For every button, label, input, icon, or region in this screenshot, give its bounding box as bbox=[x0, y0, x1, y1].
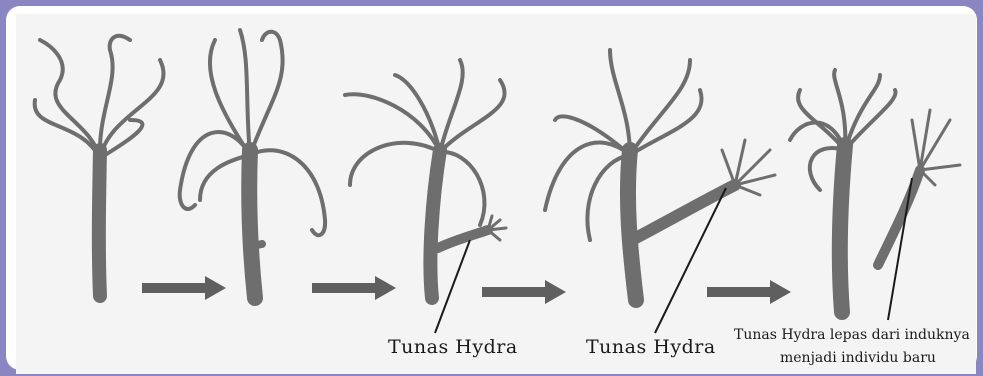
hydra-stage-2 bbox=[180, 30, 325, 298]
label-bud-2: Tunas Hydra bbox=[586, 336, 716, 358]
arrow-4 bbox=[707, 280, 791, 304]
hydra-stage-3 bbox=[345, 60, 506, 298]
progression-arrows bbox=[142, 276, 791, 304]
hydra-stage-5 bbox=[790, 70, 960, 312]
label-detached-line-1: Tunas Hydra lepas dari induknya bbox=[734, 327, 970, 343]
arrow-2 bbox=[312, 276, 396, 300]
label-bud-1: Tunas Hydra bbox=[388, 336, 518, 358]
hydra-stage-1 bbox=[35, 36, 164, 296]
pointer-detached-bud bbox=[888, 178, 912, 320]
label-detached-line-2: menjadi individu baru bbox=[780, 350, 936, 366]
arrow-3 bbox=[482, 280, 566, 304]
arrow-1 bbox=[142, 276, 226, 300]
pointer-bud-1 bbox=[435, 240, 470, 333]
hydra-stage-4 bbox=[545, 50, 775, 300]
